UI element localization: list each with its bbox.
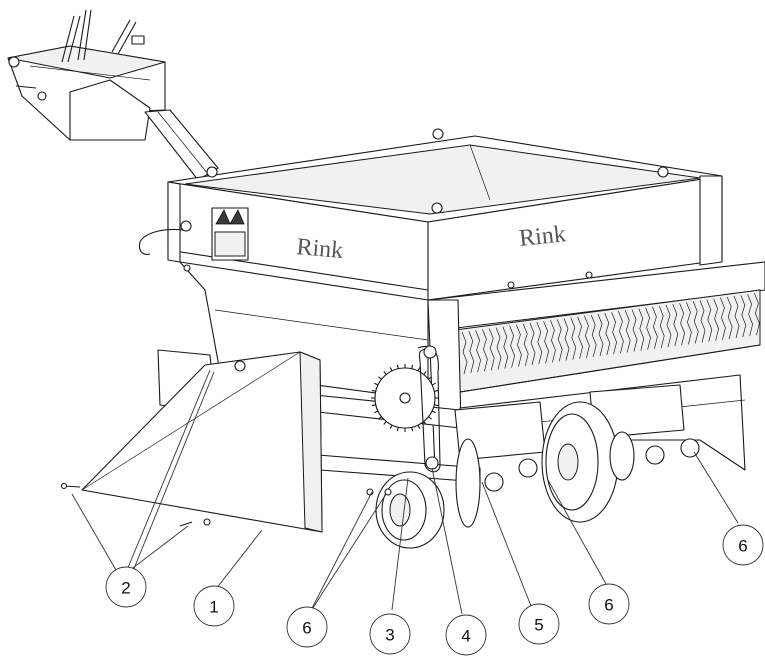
bristle	[686, 302, 692, 345]
callout-1-label: 1	[209, 598, 218, 617]
bristle	[468, 330, 475, 374]
sprocket-tooth	[383, 421, 387, 425]
bristle	[754, 293, 760, 336]
bearing-flange	[484, 438, 700, 492]
brush-roller	[427, 261, 765, 471]
bristle	[604, 312, 611, 356]
callout-6-middle: 6	[588, 583, 630, 625]
sprocket-tooth	[389, 367, 393, 372]
sprocket-tooth	[428, 376, 432, 380]
bristle	[665, 304, 672, 348]
sprocket-tooth	[374, 382, 379, 386]
bristle	[631, 309, 638, 352]
sprocket-tooth	[434, 389, 439, 392]
sprocket-tooth	[411, 427, 414, 432]
callout-2: 2	[105, 566, 147, 608]
callout-6-right: 6	[722, 524, 764, 566]
bristle	[516, 324, 522, 367]
bristle	[672, 303, 679, 347]
sprocket-tooth	[378, 416, 382, 420]
bristle	[584, 315, 590, 358]
control-handle-assembly	[7, 9, 219, 181]
deflector-chute	[60, 351, 323, 533]
bristle	[482, 329, 488, 372]
bristle	[658, 305, 665, 348]
callout-5: 5	[518, 603, 560, 645]
wheel-left	[375, 471, 445, 549]
bristle	[570, 317, 577, 360]
sprocket-tooth	[423, 421, 427, 425]
sprocket-tooth	[428, 416, 432, 420]
brand-label-left: Rink	[295, 234, 344, 264]
leader-lines	[71, 369, 739, 615]
callout-3-label: 3	[385, 626, 394, 645]
wheel-right	[541, 401, 635, 523]
bristle	[652, 306, 658, 349]
sprocket-tooth	[383, 371, 387, 375]
sprocket-tooth	[374, 410, 379, 414]
bristle	[692, 301, 699, 344]
sprocket-tooth	[417, 367, 421, 372]
bristle	[618, 311, 624, 354]
callout-6-left-label: 6	[302, 619, 311, 638]
drive-sprocket	[371, 364, 439, 432]
bristle	[502, 326, 509, 369]
bristle	[522, 323, 529, 366]
callout-4: 4	[445, 614, 487, 656]
bristle	[733, 295, 740, 339]
bristle	[713, 298, 719, 341]
sprocket-tooth	[431, 382, 436, 386]
bristle	[645, 307, 651, 350]
bristle	[475, 330, 481, 373]
sprocket-tooth	[396, 364, 399, 369]
callout-5-label: 5	[534, 616, 543, 635]
bristle	[590, 314, 597, 357]
callout-4-label: 4	[461, 627, 470, 646]
sprocket-tooth	[423, 371, 427, 375]
bristle	[726, 296, 733, 339]
callout-6-right-label: 6	[738, 537, 747, 556]
callout-2-label: 2	[121, 579, 130, 598]
sprocket-tooth	[371, 389, 376, 392]
bristle	[563, 318, 570, 361]
bristle	[529, 322, 536, 366]
bristle	[699, 300, 706, 343]
bristle	[720, 297, 726, 340]
wheel-small	[455, 438, 481, 528]
sprocket-tooth	[434, 404, 439, 407]
bristle	[488, 328, 495, 371]
sprocket-tooth	[396, 427, 399, 432]
callout-1: 1	[193, 585, 235, 627]
bristle	[740, 294, 747, 338]
bristle	[611, 312, 617, 355]
callout-6-middle-label: 6	[604, 596, 613, 615]
sprocket-tooth	[371, 404, 376, 407]
bristle	[747, 294, 753, 337]
callout-3: 3	[369, 613, 411, 655]
bristle	[556, 319, 563, 362]
drive-chain	[417, 345, 441, 473]
bristle	[550, 320, 556, 363]
brand-label-right: Rink	[518, 221, 567, 252]
bristle	[624, 310, 631, 353]
bristle	[509, 325, 515, 368]
bristle	[543, 321, 549, 364]
bristle	[597, 313, 604, 357]
sprocket-tooth	[378, 376, 382, 380]
sprocket-tooth	[389, 424, 393, 429]
bristle	[706, 299, 713, 342]
bristle	[679, 303, 685, 346]
sprocket-tooth	[431, 410, 436, 414]
bristle	[577, 316, 583, 359]
bristle	[495, 327, 502, 370]
bristle	[461, 331, 468, 375]
callout-6-left: 6	[286, 606, 328, 648]
bristle	[638, 308, 645, 351]
bristle	[536, 321, 543, 365]
sprocket-tooth	[417, 424, 421, 429]
sprocket-tooth	[411, 364, 414, 369]
